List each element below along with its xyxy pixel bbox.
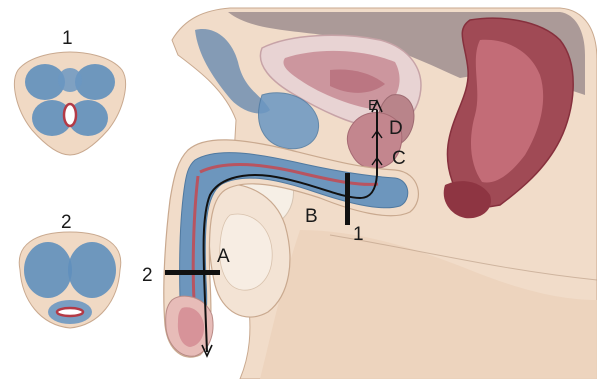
cs1-urethra — [64, 104, 76, 126]
cut-line-1 — [345, 173, 350, 225]
cs2-corpus-left — [24, 242, 72, 298]
cs2-corpus-right — [68, 242, 116, 298]
cross-section-1-label: 1 — [62, 28, 73, 49]
cs1-center-top — [58, 68, 82, 92]
cross-section-2-label: 2 — [61, 212, 72, 233]
cross-section-1 — [14, 52, 125, 155]
cut-line-2-label: 2 — [142, 265, 153, 286]
path-label-b: B — [305, 206, 318, 227]
path-label-a: A — [217, 246, 230, 267]
path-label-c: C — [392, 148, 406, 169]
path-label-d: D — [389, 118, 403, 139]
cut-line-1-label: 1 — [353, 224, 364, 245]
cs2-urethra — [57, 308, 83, 316]
cross-section-2 — [19, 232, 121, 328]
path-label-e: E — [368, 97, 378, 114]
cut-line-2 — [165, 270, 220, 275]
